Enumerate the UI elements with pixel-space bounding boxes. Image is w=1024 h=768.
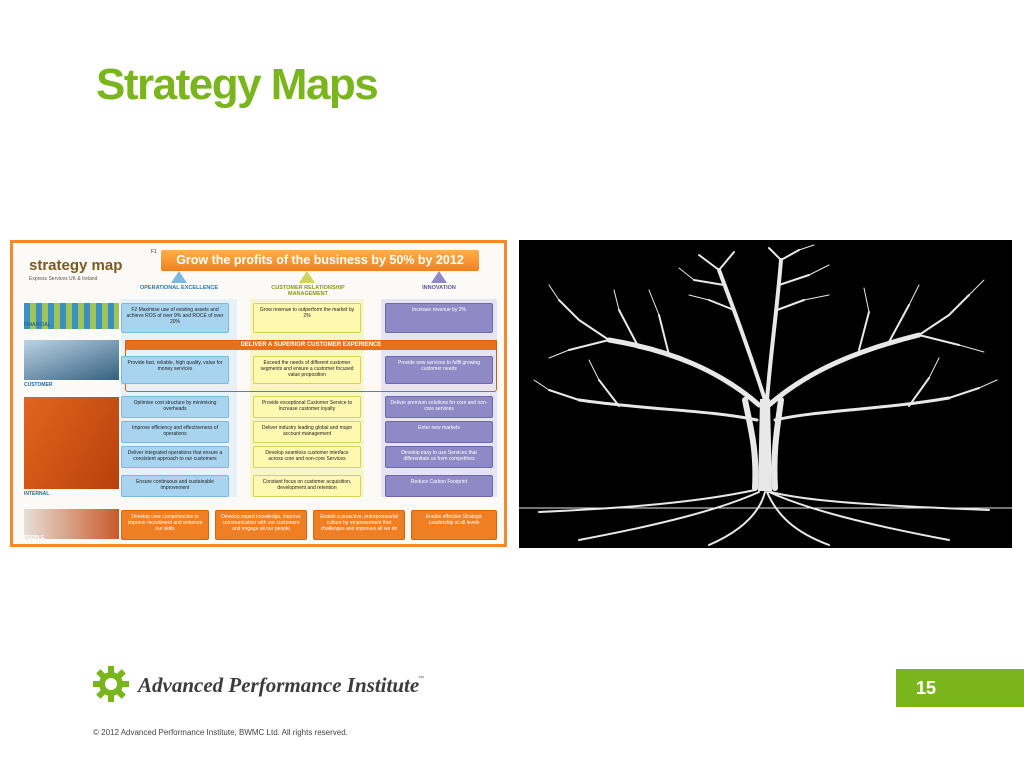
map-objective: Deliver premium solutions for core and n…	[385, 396, 493, 418]
map-objective: F2 Maximise use of existing assets and a…	[121, 303, 229, 333]
column-heading: OPERATIONAL EXCELLENCE	[139, 285, 219, 291]
map-objective: Provide exceptional Customer Service to …	[253, 396, 361, 418]
map-objective: Increase revenue by 2%	[385, 303, 493, 333]
perspective-label: INTERNAL	[24, 491, 50, 497]
strategy-map-image: strategy map Express Services UK & Irela…	[10, 240, 507, 547]
map-objective: Reduce Carbon Footprint	[385, 475, 493, 497]
trademark-mark: ™	[418, 676, 424, 682]
map-objective: Optimise cost structure by minimising ov…	[121, 396, 229, 418]
arrow-icon	[171, 271, 187, 283]
column-heading: INNOVATION	[422, 285, 456, 291]
arrow-icon	[431, 271, 447, 283]
map-objective: Grow revenue to outperform the market by…	[253, 303, 361, 333]
map-objective: Ensure continuous and sustainable improv…	[121, 475, 229, 497]
perspective-label: CUSTOMER	[24, 382, 53, 388]
map-objective: Deliver industry leading global and majo…	[253, 421, 361, 443]
page-number: 15	[896, 669, 1024, 707]
strategy-map-title: strategy map	[29, 257, 123, 274]
perspective-label: PEOPLE	[24, 535, 45, 541]
map-objective: Enable a proactive, entrepreneurial cult…	[313, 510, 405, 540]
map-objective: Exceed the needs of different customer s…	[253, 356, 361, 384]
customer-experience-banner: DELIVER A SUPERIOR CUSTOMER EXPERIENCE	[125, 340, 497, 350]
map-objective: Provide fast, reliable, high quality, va…	[121, 356, 229, 384]
arrow-icon	[299, 271, 315, 283]
goal-banner: Grow the profits of the business by 50% …	[161, 250, 479, 271]
tree-illustration	[518, 244, 1013, 546]
map-objective: Improve efficiency and effectiveness of …	[121, 421, 229, 443]
financial-photo	[24, 303, 119, 329]
customer-photo	[24, 340, 119, 380]
map-objective: Develop easy to use Services that differ…	[385, 446, 493, 468]
gear-logo-icon	[93, 666, 129, 702]
map-objective: Deliver integrated operations that ensur…	[121, 446, 229, 468]
map-objective: Develop core competencies to improve rec…	[121, 510, 209, 540]
map-objective: Enter new markets	[385, 421, 493, 443]
tree-image	[518, 240, 1013, 548]
people-photo	[24, 509, 119, 539]
goal-code: F1	[151, 249, 157, 255]
brand-name: Advanced Performance Institute	[138, 673, 420, 697]
slide-title: Strategy Maps	[96, 60, 379, 109]
copyright-notice: © 2012 Advanced Performance Institute, B…	[93, 728, 348, 737]
internal-photo	[24, 397, 119, 489]
map-objective: Constant focus on customer acquisition, …	[253, 475, 361, 497]
map-objective: Enable effective Strategic Leadership at…	[411, 510, 497, 540]
column-heading: CUSTOMER RELATIONSHIP MANAGEMENT	[271, 285, 345, 297]
map-objective: Provide new services to fulfil growing c…	[385, 356, 493, 384]
strategy-map-subtitle: Express Services UK & Ireland	[29, 276, 98, 282]
perspective-label: FINANCIAL	[24, 322, 51, 328]
map-objective: Develop seamless customer interface acro…	[253, 446, 361, 468]
map-objective: Develop expert knowledge, improve commun…	[215, 510, 307, 540]
